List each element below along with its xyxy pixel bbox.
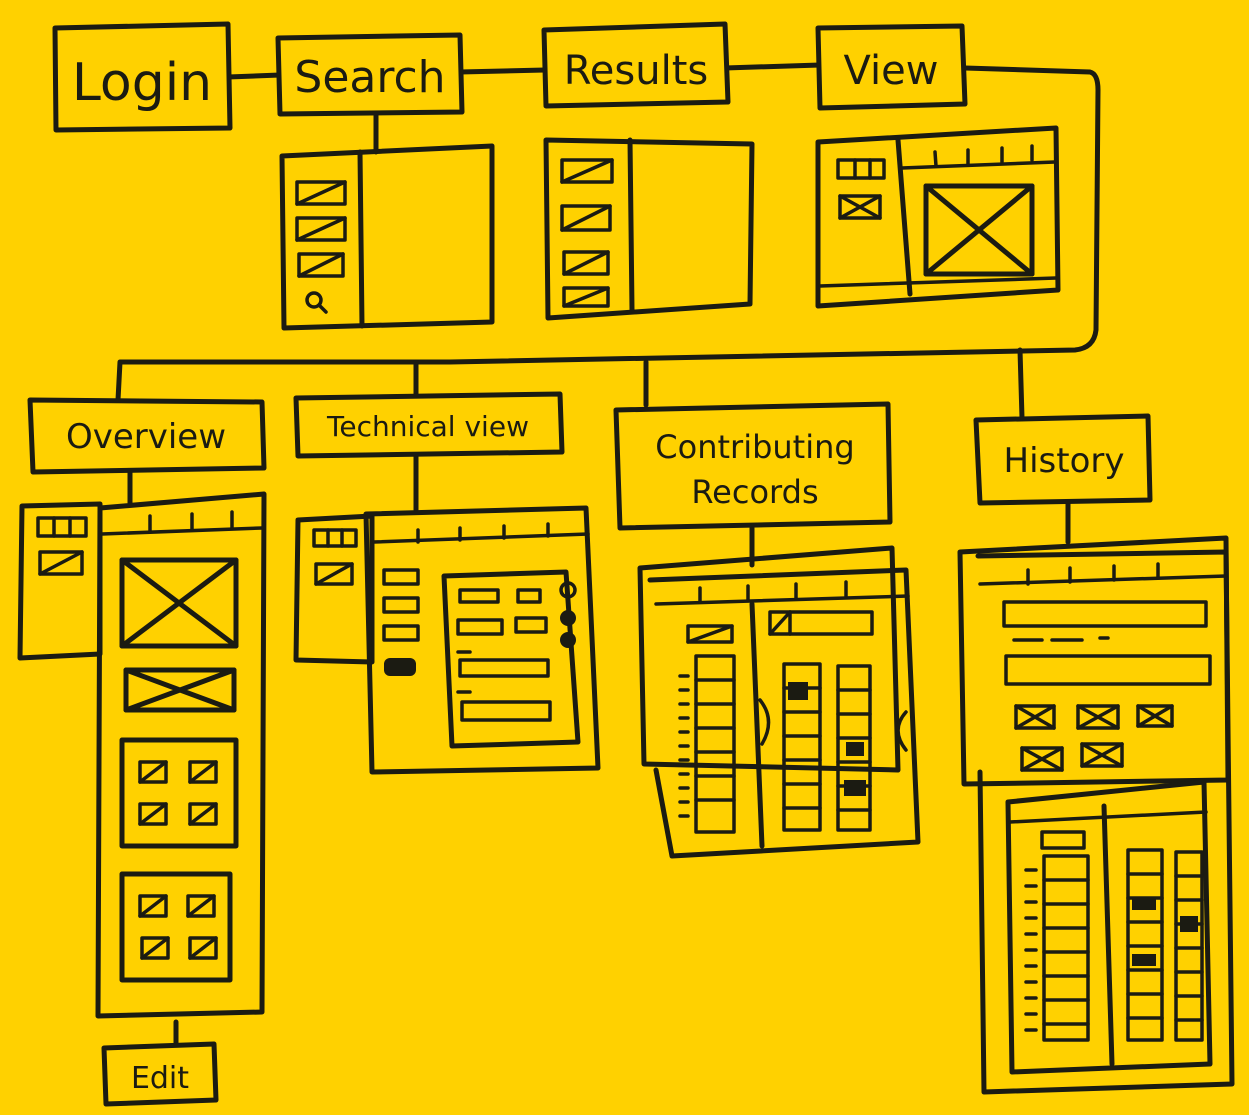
sketch-contributing-records bbox=[637, 545, 921, 859]
record-column bbox=[694, 654, 736, 834]
node-history-label: History bbox=[1004, 441, 1125, 481]
node-contributing-line1: Contributing bbox=[655, 428, 854, 466]
node-overview[interactable]: Overview bbox=[27, 397, 267, 475]
node-view-label: View bbox=[844, 48, 939, 94]
node-contributing-line2: Records bbox=[691, 473, 818, 511]
node-search-label: Search bbox=[294, 52, 445, 103]
node-technical-view-label: Technical view bbox=[326, 410, 529, 443]
connector-search-results bbox=[457, 67, 548, 75]
node-edit-label: Edit bbox=[131, 1061, 189, 1096]
node-contributing-records[interactable]: Contributing Records bbox=[613, 401, 893, 531]
sketch-search bbox=[279, 143, 495, 331]
nav-box-icon bbox=[295, 180, 347, 206]
sketch-history bbox=[957, 535, 1235, 1095]
nav-box-icon bbox=[562, 250, 610, 276]
nav-box-icon bbox=[560, 204, 612, 232]
node-edit[interactable]: Edit bbox=[101, 1041, 219, 1107]
nav-box-icon bbox=[295, 216, 347, 242]
connectors bbox=[115, 62, 1101, 1051]
record-column bbox=[1042, 854, 1090, 1042]
node-login[interactable]: Login bbox=[52, 21, 233, 133]
sketch-technical-view bbox=[293, 505, 601, 775]
connector-view-children bbox=[115, 65, 1101, 403]
node-history[interactable]: History bbox=[973, 413, 1153, 506]
connector-to-history bbox=[1017, 347, 1025, 421]
node-overview-label: Overview bbox=[66, 417, 226, 457]
record-column bbox=[782, 662, 822, 832]
connector-results-view bbox=[722, 62, 823, 71]
record-column bbox=[1174, 850, 1204, 1042]
nav-box-icon bbox=[560, 158, 614, 184]
nav-box-icon bbox=[297, 252, 345, 278]
node-login-label: Login bbox=[72, 53, 212, 113]
image-placeholder-icon bbox=[923, 183, 1035, 277]
record-column bbox=[836, 664, 872, 832]
search-glass-icon bbox=[305, 291, 323, 309]
node-results-label: Results bbox=[564, 48, 708, 94]
sketch-results bbox=[543, 137, 755, 321]
node-technical-view[interactable]: Technical view bbox=[293, 391, 565, 459]
connector-login-search bbox=[225, 72, 283, 80]
sketch-view bbox=[815, 125, 1061, 309]
sketch-overview bbox=[17, 491, 267, 1019]
node-view[interactable]: View bbox=[815, 23, 968, 111]
nav-box-icon bbox=[562, 286, 610, 308]
image-placeholder-icon bbox=[119, 557, 239, 649]
node-results[interactable]: Results bbox=[541, 21, 731, 109]
node-search[interactable]: Search bbox=[275, 32, 465, 117]
